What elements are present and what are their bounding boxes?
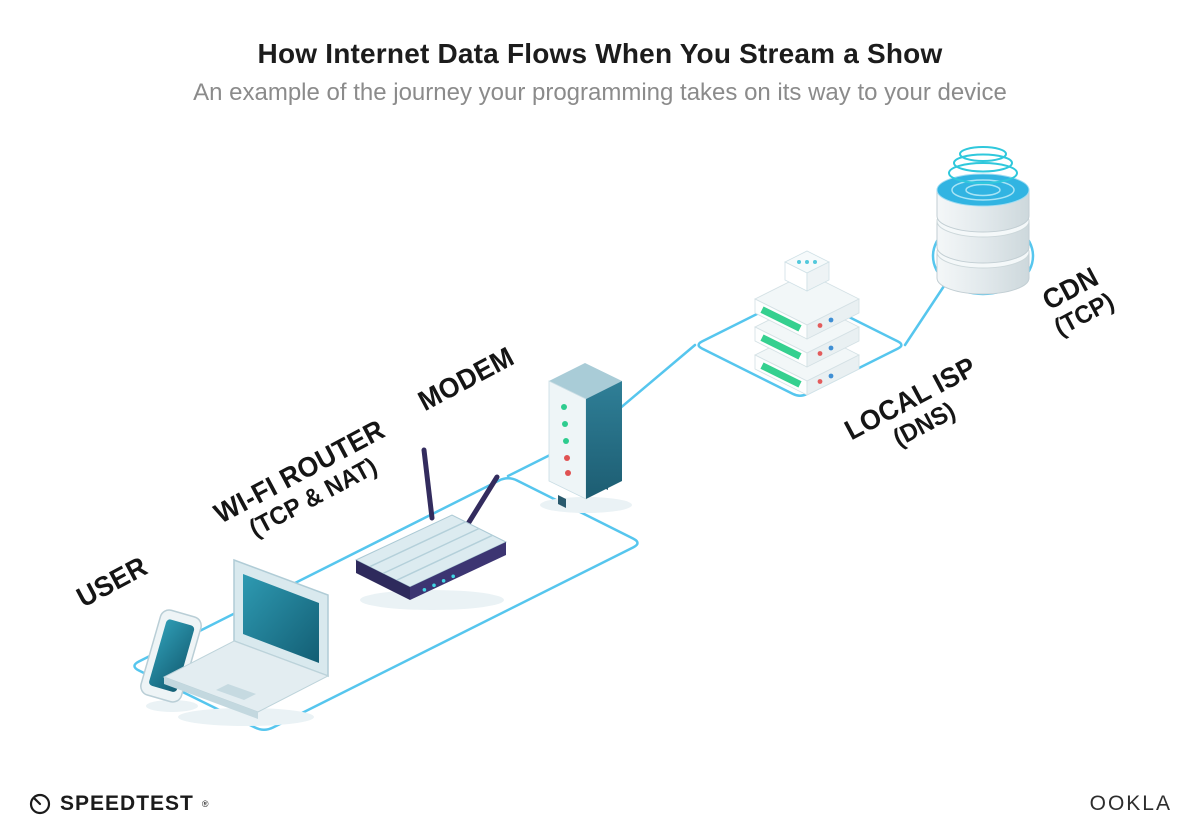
wifi-router-icon [354, 447, 508, 600]
laptop-icon [162, 558, 330, 719]
speedtest-trademark: ® [201, 799, 209, 809]
modem-icon [548, 363, 622, 508]
ookla-logo: OOKLA [1090, 792, 1172, 816]
device-shadows [146, 497, 632, 726]
speedtest-wordmark: SPEEDTEST [60, 792, 194, 815]
isp-server-icon [754, 250, 860, 396]
link-isp-to-cdn [903, 281, 948, 347]
speedtest-gauge-icon [29, 793, 51, 815]
header: How Internet Data Flows When You Stream … [0, 38, 1200, 107]
page-subtitle: An example of the journey your programmi… [193, 79, 1007, 106]
cdn-database-icon [936, 146, 1030, 295]
ookla-wordmark: OOKLA [1089, 792, 1172, 815]
speedtest-logo: SPEEDTEST ® [28, 792, 209, 816]
user-zone-outline [133, 477, 639, 731]
page-title: How Internet Data Flows When You Stream … [257, 38, 943, 69]
